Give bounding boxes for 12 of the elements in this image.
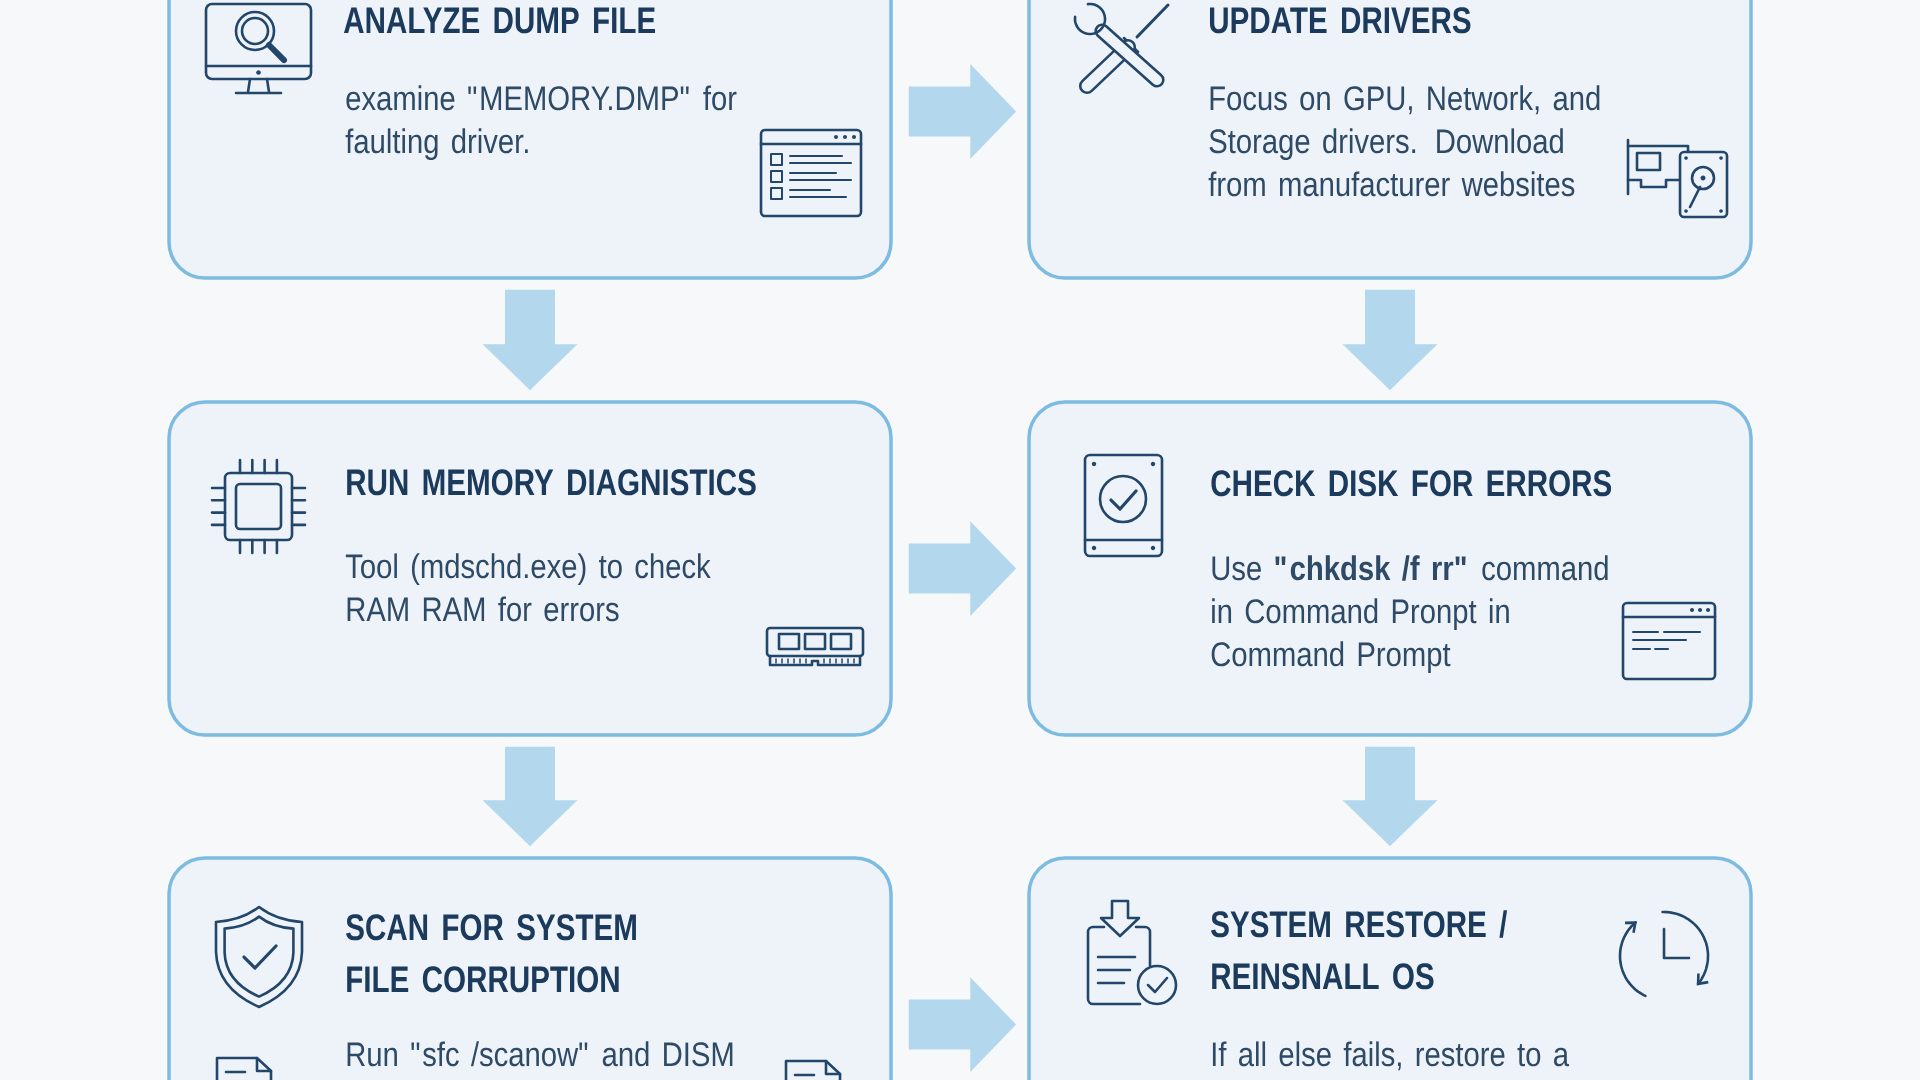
- step-description: If all else fails, restore to a: [1212, 1041, 1570, 1071]
- step-title: UPDATE DRIVERS: [1210, 7, 1471, 34]
- step-description: Use "chkdsk /f rr" command in Command Pronpt in Command Prompt: [1211, 555, 1608, 674]
- step-title: RUN MEMORY DIAGNISTICS: [347, 469, 756, 496]
- step-title: SYSTEM RESTORE / REINSNALL OS: [1211, 910, 1508, 990]
- step-title: SCAN FOR SYSTEM FILE CORRUPTION: [346, 914, 636, 993]
- step-description: examine "MEMORY.DMP" for faulting driver.: [345, 85, 737, 161]
- step-description: Focus on GPU, Network, and Storage drivers. Download from manufacturer websites: [1208, 85, 1600, 197]
- step-description: Tool (mdschd.exe) to check RAM RAM for errors: [345, 553, 711, 622]
- step-description: Run "sfc /scanow" and DISM: [347, 1041, 733, 1067]
- step-title: ANALYZE DUMP FILE: [343, 7, 656, 34]
- step-title: CHECK DISK FOR ERRORS: [1211, 470, 1612, 497]
